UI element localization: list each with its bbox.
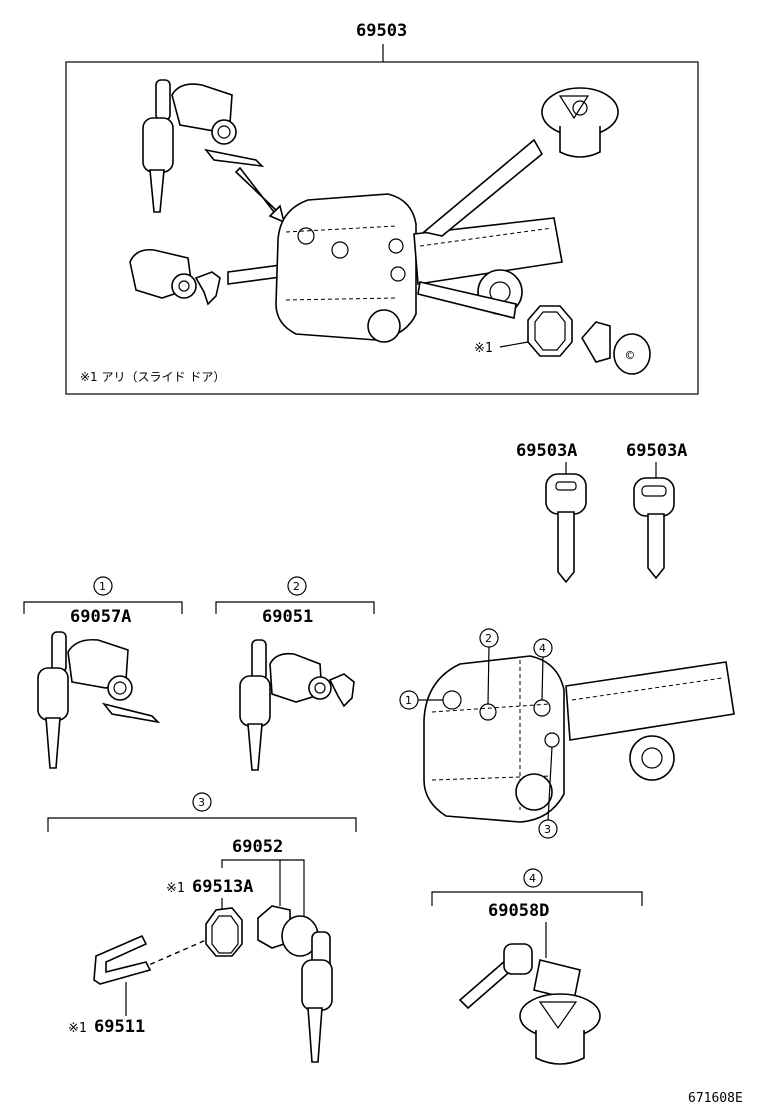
svg-text:2: 2 <box>293 580 300 593</box>
arrow-icon <box>422 138 544 237</box>
callout-truck-4 <box>533 638 553 658</box>
label-69052: 69052 <box>232 837 283 857</box>
retainer-ring-icon <box>205 907 243 957</box>
ring-mark: ※1 <box>166 881 185 896</box>
top-retainer-ring-icon <box>527 305 573 357</box>
top-slide-door-lock-icon: © <box>581 321 651 375</box>
lock-cylinder-with-keys-icon <box>257 905 333 1063</box>
svg-text:1: 1 <box>405 694 412 707</box>
label-69051: 69051 <box>262 607 313 627</box>
svg-text:3: 3 <box>198 796 205 809</box>
door-lock-cylinder-icon <box>239 639 355 771</box>
label-69503: 69503 <box>356 21 407 41</box>
svg-text:4: 4 <box>529 872 536 885</box>
key-icon <box>633 477 675 580</box>
clip-icon <box>93 934 152 985</box>
truck-icon <box>423 655 735 823</box>
callout-1 <box>93 576 113 596</box>
svg-text:3: 3 <box>544 823 551 836</box>
set-box <box>65 61 699 395</box>
leader-truck-4 <box>541 655 544 701</box>
bracket-2 <box>215 601 375 614</box>
svg-text:1: 1 <box>99 580 106 593</box>
label-69511: 69511 <box>94 1017 145 1037</box>
arrow-icon <box>234 166 286 224</box>
ignition-cylinder-icon <box>37 631 161 769</box>
label-69057A: 69057A <box>70 607 131 627</box>
top-fuel-cap-icon <box>541 87 619 158</box>
callout-3 <box>192 792 212 812</box>
top-door-lock-cylinder-icon <box>129 248 221 306</box>
bracket-4 <box>431 891 643 906</box>
box-note: ※1 アリ（スライド ドア） <box>80 370 225 384</box>
top-ignition-cylinder-icon <box>142 79 265 213</box>
top-truck-icon <box>275 193 563 343</box>
clip-to-ring-line <box>141 939 207 969</box>
svg-text:©: © <box>626 349 634 364</box>
bracket-1 <box>23 601 183 614</box>
key-icon <box>545 473 587 584</box>
svg-text:2: 2 <box>485 632 492 645</box>
label-key-a1: 69503A <box>516 441 577 461</box>
label-69058D: 69058D <box>488 901 549 921</box>
bracket-3 <box>47 817 357 832</box>
ring-mark-top: ※1 <box>474 341 493 356</box>
callout-truck-2 <box>479 628 499 648</box>
leader-ring-top <box>499 341 529 348</box>
callout-4 <box>523 868 543 888</box>
leader-truck-2 <box>487 645 490 705</box>
label-69513A: 69513A <box>192 877 253 897</box>
fuel-cap-with-keys-icon <box>458 943 601 1065</box>
callout-2 <box>287 576 307 596</box>
clip-mark: ※1 <box>68 1021 87 1036</box>
label-key-a2: 69503A <box>626 441 687 461</box>
leader-truck-3 <box>547 746 553 821</box>
leader-69052 <box>221 859 305 930</box>
callout-truck-3 <box>538 819 558 839</box>
diagram-id: 671608E <box>688 1091 743 1106</box>
arrow-icon <box>417 281 517 319</box>
svg-text:4: 4 <box>539 642 546 655</box>
callout-truck-1 <box>399 690 419 710</box>
